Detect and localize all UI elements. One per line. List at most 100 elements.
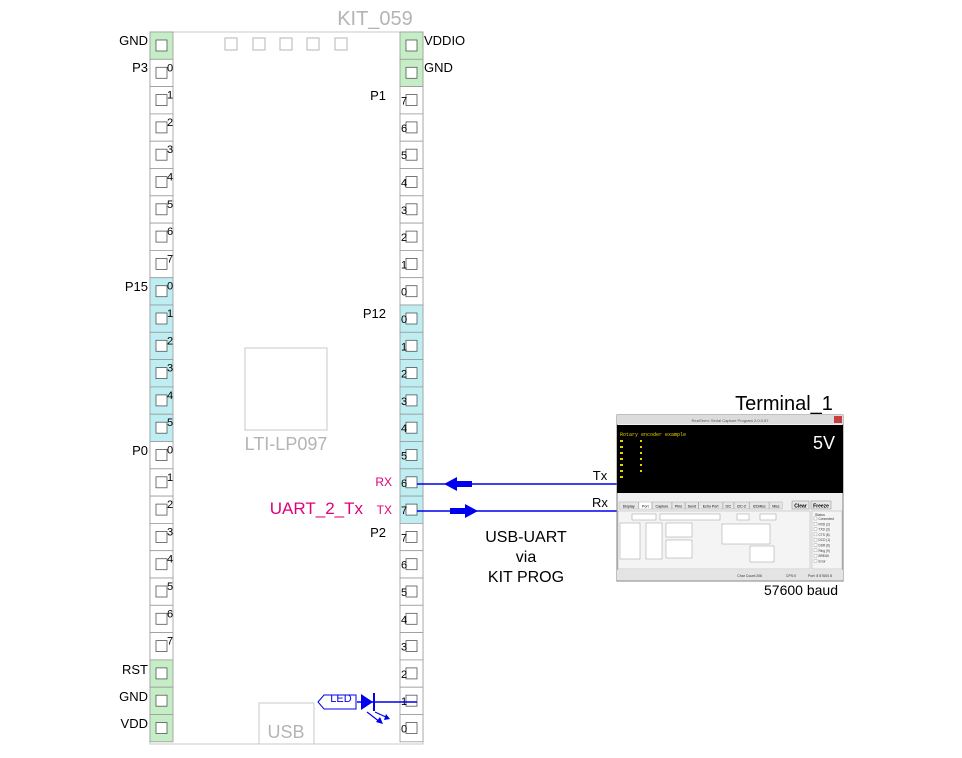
usb-label: USB bbox=[267, 722, 304, 742]
right-pin-p1-2-number: 2 bbox=[401, 232, 407, 244]
right-pin-p1-6: 6 bbox=[399, 113, 424, 142]
port-p3-label: P3 bbox=[132, 60, 148, 75]
terminal-tab-pins[interactable]: Pins bbox=[671, 501, 686, 510]
tx-tag: TX bbox=[377, 503, 392, 517]
board-title: KIT_059 bbox=[337, 8, 413, 30]
terminal-tab-send[interactable]: Send bbox=[685, 501, 699, 510]
terminal-tab-port[interactable]: Port bbox=[638, 501, 652, 510]
right-pin-p12-7-number: 7 bbox=[401, 505, 407, 517]
left-pin-p15-0: 0 bbox=[149, 277, 174, 306]
right-pin-p1-7-number: 7 bbox=[401, 96, 407, 108]
terminal-tab-capture[interactable]: Capture bbox=[652, 501, 672, 510]
status-item-label: Error bbox=[819, 559, 827, 563]
left-pin-p0-7-number: 7 bbox=[167, 636, 173, 648]
right-pin-p12-1-number: 1 bbox=[401, 341, 407, 353]
left-pin-p0-7: 7 bbox=[149, 632, 174, 661]
terminal-tab-i2cmisc[interactable]: I2CMisc bbox=[749, 501, 770, 510]
link-line-2: via bbox=[516, 549, 537, 566]
rx-tag: RX bbox=[375, 475, 392, 489]
port-p1-label: P1 bbox=[370, 88, 386, 103]
right-pin-p2-5: 5 bbox=[399, 577, 424, 606]
right-pin-p12-2: 2 bbox=[399, 359, 424, 388]
status-item-label: Ring (9) bbox=[819, 549, 830, 553]
right-pin-p2-2: 2 bbox=[399, 659, 424, 688]
freeze-button[interactable] bbox=[810, 500, 832, 510]
terminal-tab-i2c[interactable]: I2C bbox=[722, 501, 734, 510]
left-gnd-label: GND bbox=[119, 33, 148, 48]
left-pin-p0-0-number: 0 bbox=[167, 445, 173, 457]
tx-direction-arrow bbox=[450, 504, 478, 518]
status-item: RXD (2) bbox=[813, 522, 830, 526]
chip-outline bbox=[244, 347, 328, 431]
board-top-indicators bbox=[224, 37, 348, 51]
left-pin-p3-7-number: 7 bbox=[167, 253, 173, 265]
uart-component-name: UART_2_Tx bbox=[270, 499, 364, 518]
left-pin-p3-3-number: 3 bbox=[167, 144, 173, 156]
rst-label: RST bbox=[122, 662, 148, 677]
left-pin-p15-0-number: 0 bbox=[167, 281, 173, 293]
right-gnd-label: GND bbox=[424, 60, 453, 75]
right-pin-p12-3-number: 3 bbox=[401, 396, 407, 408]
terminal-tab-display[interactable]: Display bbox=[618, 501, 639, 510]
left-pin-vdd bbox=[149, 714, 174, 743]
led-symbol bbox=[317, 693, 417, 724]
wire-rx-label: Rx bbox=[592, 495, 608, 510]
left-pin-p3-1-number: 1 bbox=[167, 90, 173, 102]
status-item-label: BREAK bbox=[819, 554, 831, 558]
right-pin-p2-6: 6 bbox=[399, 550, 424, 579]
terminal-window-title: RealTerm: Serial Capture Program 2.0.0.5… bbox=[692, 418, 770, 423]
left-pin-p15-4: 4 bbox=[149, 386, 174, 415]
right-pin-p12-4-number: 4 bbox=[401, 423, 407, 435]
terminal-tab-i2c-2[interactable]: I2C-2 bbox=[733, 501, 750, 510]
right-pin-vddio bbox=[399, 31, 424, 60]
wire-tx-label: Tx bbox=[593, 468, 608, 483]
right-pin-p1-1: 1 bbox=[399, 249, 424, 279]
terminal-tab-misc[interactable]: Misc bbox=[769, 501, 783, 510]
left-pin-p0-1: 1 bbox=[149, 468, 174, 497]
clear-button-label: Clear bbox=[794, 504, 807, 510]
clear-button[interactable] bbox=[791, 500, 810, 510]
terminal-tab-label: I2CMisc bbox=[753, 504, 766, 508]
terminal-console-text: Rotary encoder example bbox=[620, 432, 686, 438]
right-pin-p1-6-number: 6 bbox=[401, 123, 407, 135]
right-pin-p12-4: 4 bbox=[399, 413, 424, 442]
right-pin-p2-0: 0 bbox=[399, 714, 424, 743]
left-pin-p15-2-number: 2 bbox=[167, 335, 173, 347]
right-pin-p1-3-number: 3 bbox=[401, 205, 407, 217]
status-bar-port: Port: 8 57600 8 bbox=[808, 574, 832, 578]
terminal-title-bar bbox=[617, 415, 843, 424]
right-pin-p12-0: 0 bbox=[399, 304, 424, 333]
vdd-label: VDD bbox=[121, 716, 148, 731]
right-pin-p2-4: 4 bbox=[399, 604, 424, 633]
close-icon[interactable] bbox=[834, 416, 842, 423]
right-pin-p2-5-number: 5 bbox=[401, 587, 407, 599]
right-pin-p2-7-number: 7 bbox=[401, 532, 407, 544]
status-item-label: DSR (6) bbox=[819, 544, 831, 548]
left-pin-p15-3: 3 bbox=[149, 359, 174, 388]
settings-controls bbox=[619, 513, 777, 563]
right-pin-p2-1: 1 bbox=[399, 686, 424, 715]
terminal-tab-echo-port[interactable]: Echo Port bbox=[698, 501, 723, 510]
left-pin-p15-1-number: 1 bbox=[167, 308, 173, 320]
left-pin-gnd bbox=[149, 31, 174, 60]
left-pin-p0-6-number: 6 bbox=[167, 608, 173, 620]
right-pin-p2-6-number: 6 bbox=[401, 560, 407, 572]
status-item-label: CTS (8) bbox=[819, 533, 830, 537]
led-label: LED bbox=[330, 693, 351, 705]
freeze-button-label: Freeze bbox=[813, 504, 829, 510]
right-pin-p12-5: 5 bbox=[399, 441, 424, 470]
right-pin-p2-4-number: 4 bbox=[401, 614, 407, 626]
terminal-tab-label: Send bbox=[688, 504, 696, 508]
right-pin-p1-4-number: 4 bbox=[401, 178, 407, 190]
chip-label: LTI-LP097 bbox=[245, 434, 328, 454]
left-pin-p0-1-number: 1 bbox=[167, 472, 173, 484]
right-pin-p2-3: 3 bbox=[399, 632, 424, 661]
right-pin-gnd bbox=[399, 58, 424, 87]
left-pin-rst bbox=[149, 659, 174, 688]
status-item: Error bbox=[813, 559, 827, 563]
status-item: Connected bbox=[813, 516, 834, 521]
status-item-label: TXD (3) bbox=[819, 528, 830, 532]
terminal-tab-label: Pins bbox=[675, 504, 682, 508]
right-pin-p12-2-number: 2 bbox=[401, 369, 407, 381]
left-pin-p3-3: 3 bbox=[149, 140, 174, 169]
